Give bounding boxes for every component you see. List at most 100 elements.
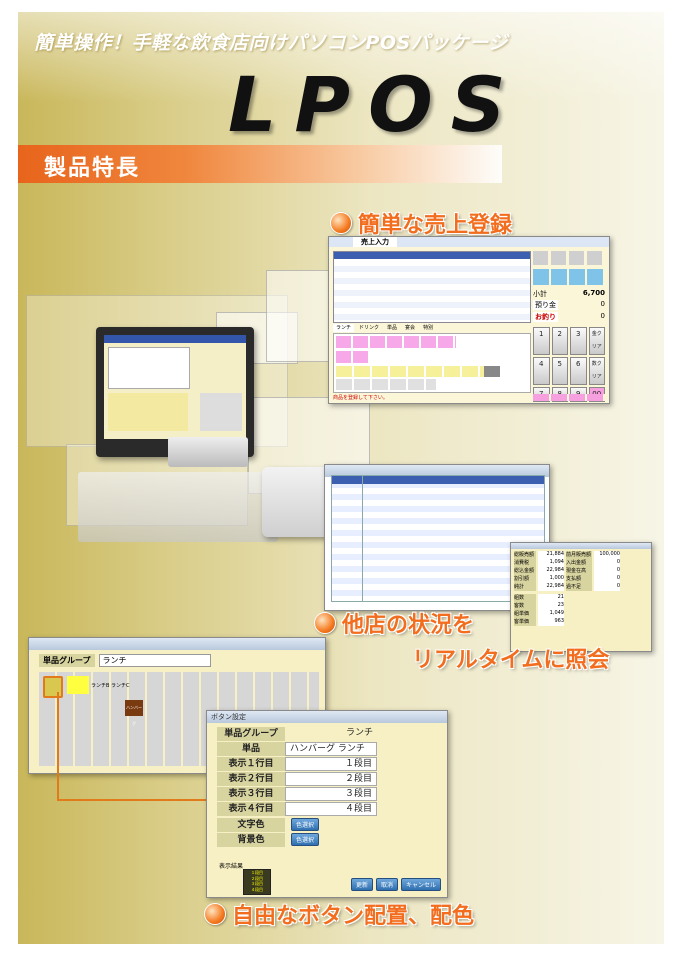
function-buttons[interactable] — [533, 269, 605, 285]
sales-item-list[interactable] — [333, 251, 531, 323]
status-message: 商品を登録して下さい。 — [333, 395, 388, 401]
form-row-item: 単品ハンバーグ ランチ — [217, 742, 377, 756]
sales-entry-window: 売上入力 小計 6,700 預り金 0 お釣り 0 ランチ ドリンク 単品 宴会… — [328, 236, 610, 404]
form-key: 表示１行目 — [217, 757, 285, 771]
summary-row: 総販売額 21,884 前月販売額 100,000 — [514, 551, 648, 559]
summary-value: 22,984 — [538, 583, 564, 591]
form-key: 単品グループ — [217, 727, 285, 741]
summary-key: 入出金額 — [566, 559, 592, 567]
summary-value: 100,000 — [594, 551, 620, 559]
bullet-icon — [204, 903, 226, 925]
result-preview: １段目 ２段目 ３段目 ４段目 — [243, 869, 271, 895]
cancel-button[interactable]: キャンセル — [400, 878, 441, 891]
key-2[interactable]: 2 — [551, 327, 568, 355]
summary-value: 21,884 — [538, 551, 564, 559]
summary-row: 客数 23 — [514, 602, 648, 610]
monitor-menu — [108, 393, 188, 431]
menu-tab[interactable]: 宴会 — [405, 325, 416, 331]
key-qty-clear[interactable]: 数クリア — [588, 357, 605, 385]
subtotal-label: 小計 — [533, 290, 547, 298]
item-select[interactable]: ハンバーグ ランチ — [285, 742, 377, 756]
summary-key: 前月販売額 — [566, 551, 592, 559]
subtotal-row: 小計 6,700 — [533, 289, 605, 299]
key-5[interactable]: 5 — [551, 357, 568, 385]
menu-tab[interactable]: 単品 — [387, 325, 398, 331]
deposit-value: 0 — [600, 300, 605, 308]
bottom-buttons[interactable] — [533, 394, 605, 401]
monitor-keypad — [200, 393, 242, 431]
line4-input[interactable]: ４段目 — [285, 802, 377, 816]
summary-titlebar — [511, 543, 651, 549]
layout-group-row: 単品グループ ランチ — [39, 654, 211, 667]
grey-menu-buttons[interactable] — [336, 379, 436, 390]
form-row-group: 単品グループランチ — [217, 727, 377, 741]
preview-line: １段目 — [251, 870, 263, 875]
cell-label: ランチB — [91, 683, 110, 689]
cell-yellow[interactable] — [67, 676, 89, 694]
line1-input[interactable]: １段目 — [285, 757, 377, 771]
menu-tab[interactable]: ドリンク — [359, 325, 380, 331]
numeric-keypad: 1 2 3 金クリア 4 5 6 数クリア 7 8 9 00 0 000 中止 — [533, 327, 605, 403]
function-icons[interactable] — [533, 251, 605, 265]
bg-color-button[interactable]: 色選択 — [291, 833, 320, 846]
summary-key: 客単価 — [514, 618, 536, 626]
summary-key: 支払額 — [566, 575, 592, 583]
key-3[interactable]: 3 — [570, 327, 587, 355]
dialog-buttons: 更新 取消 キャンセル — [350, 878, 441, 891]
key-4[interactable]: 4 — [533, 357, 550, 385]
deposit-label: 預り金 — [533, 300, 558, 310]
bullet-icon — [314, 612, 336, 634]
key-1[interactable]: 1 — [533, 327, 550, 355]
summary-key: 総販売額 — [514, 551, 536, 559]
form-key: 文字色 — [217, 818, 285, 832]
button-layout-window: 単品グループ ランチ ランチB ランチC ハンバーグ — [28, 637, 326, 774]
result-label: 表示結果 — [219, 863, 244, 870]
update-button[interactable]: 更新 — [350, 878, 373, 891]
form-key: 背景色 — [217, 833, 285, 847]
form-key: 表示２行目 — [217, 772, 285, 786]
line3-input[interactable]: ３段目 — [285, 787, 377, 801]
preview-line: ２段目 — [251, 875, 263, 881]
summary-row: 総込金額 22,984 現金在高 0 — [514, 567, 648, 575]
store-report-window — [324, 464, 550, 611]
report-date-col — [332, 476, 363, 601]
feature-label: 自由なボタン配置、配色 — [232, 904, 475, 929]
form-row-bg-color: 背景色色選択 — [217, 833, 377, 847]
menu-tabs: ランチ ドリンク 単品 宴会 特別 — [333, 324, 529, 332]
menu-tab[interactable]: 特別 — [423, 325, 434, 331]
dark-menu-button[interactable] — [484, 366, 500, 377]
key-6[interactable]: 6 — [570, 357, 587, 385]
deposit-row: 預り金 0 — [533, 300, 605, 310]
tagline: 簡単操作！手軽な飲食店向けパソコンPOSパッケージ — [34, 32, 508, 54]
key-amount-clear[interactable]: 金クリア — [588, 327, 605, 355]
menu-tab[interactable]: ランチ — [333, 324, 355, 332]
pink-menu-buttons[interactable] — [336, 336, 456, 348]
pink-menu-buttons[interactable] — [336, 351, 368, 363]
group-select[interactable]: ランチ — [98, 654, 211, 667]
feature-label: 他店の状況を — [342, 613, 475, 638]
cell-brown[interactable]: ハンバーグ — [125, 700, 143, 726]
summary-key: 割引額 — [514, 575, 536, 583]
summary-key: 純計 — [514, 583, 536, 591]
cancel-edit-button[interactable]: 取消 — [375, 878, 398, 891]
monitor-list — [108, 347, 190, 389]
text-color-button[interactable]: 色選択 — [291, 818, 320, 831]
summary-key: 組数 — [514, 594, 536, 602]
change-value: 0 — [600, 312, 605, 320]
summary-value: 22,984 — [538, 567, 564, 575]
summary-panel: 総販売額 21,884 前月販売額 100,000 消費税 1,094 入出金額… — [510, 542, 652, 652]
summary-row: 割引額 1,000 支払額 0 — [514, 575, 648, 583]
yellow-menu-buttons[interactable] — [336, 366, 486, 377]
cell-label: ランチC — [111, 683, 130, 689]
feature-easy-sales: 簡単な売上登録 — [330, 207, 512, 239]
change-row: お釣り 0 — [533, 312, 605, 322]
sales-header: 売上入力 — [329, 237, 609, 247]
sales-title: 売上入力 — [353, 237, 397, 247]
line2-input[interactable]: ２段目 — [285, 772, 377, 786]
menu-button-area[interactable] — [333, 333, 531, 393]
